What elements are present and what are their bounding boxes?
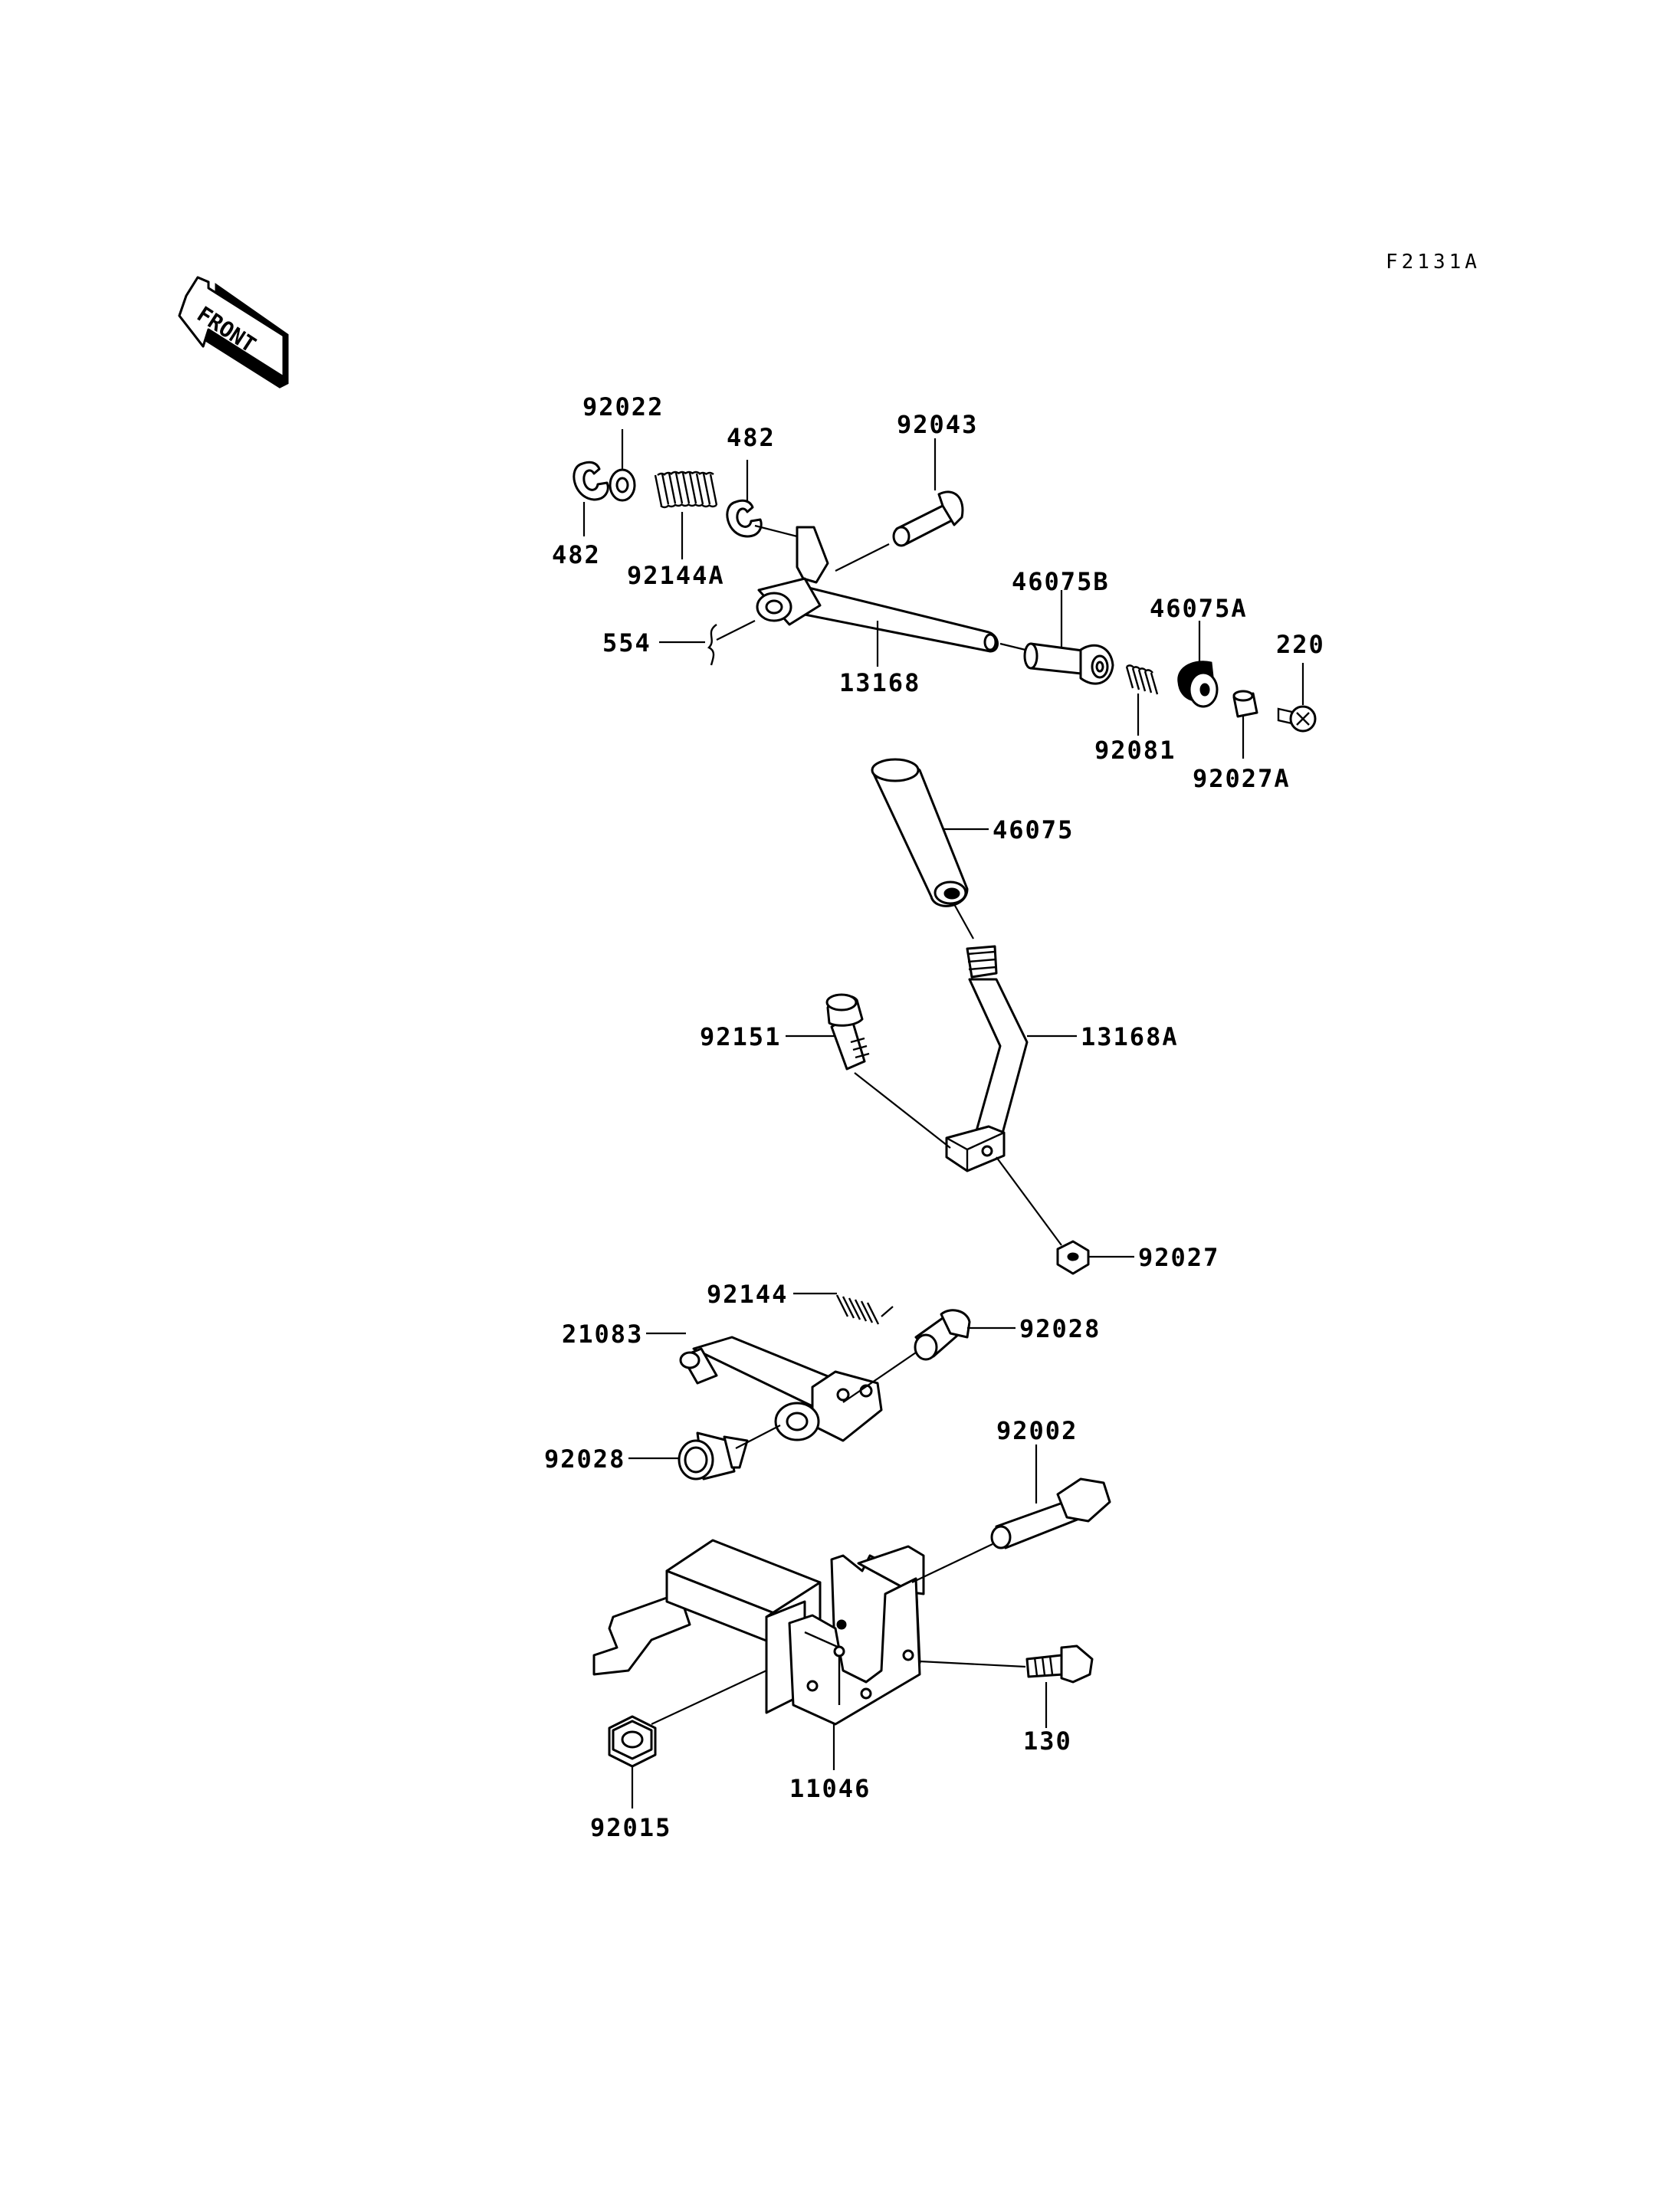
screw-220	[1277, 705, 1317, 733]
nut-92015	[608, 1670, 767, 1768]
collar-92028-left	[678, 1425, 781, 1481]
lever-13168A	[945, 945, 1029, 1172]
label-92027A: 92027A	[1193, 764, 1291, 793]
label-21083: 21083	[562, 1320, 643, 1349]
label-46075A: 46075A	[1150, 594, 1248, 623]
label-554: 554	[602, 628, 651, 657]
label-92027: 92027	[1138, 1243, 1219, 1272]
diagram-code: F2131A	[1386, 251, 1481, 274]
collar-92027A	[1232, 690, 1258, 718]
bracket-11046	[592, 1539, 925, 1726]
label-482-left: 482	[552, 540, 601, 569]
shaft-13168	[754, 524, 999, 653]
leader-lines	[582, 429, 1304, 1808]
nut-92027	[996, 1156, 1090, 1275]
bolt-130	[919, 1644, 1094, 1684]
arm-21083	[679, 1336, 883, 1442]
spring-92144	[835, 1294, 894, 1325]
label-92144A: 92144A	[627, 561, 725, 590]
knob-46075	[871, 758, 974, 939]
knob-46075A	[1177, 661, 1219, 708]
collar-92028-right	[842, 1309, 971, 1403]
label-13168: 13168	[839, 668, 920, 697]
label-130: 130	[1023, 1726, 1072, 1756]
circlip-482-left	[573, 461, 609, 501]
label-220: 220	[1276, 630, 1325, 659]
pin-554	[707, 620, 756, 666]
bolt-92151	[825, 993, 951, 1149]
spring-92081	[1125, 664, 1159, 695]
bolt-92002	[911, 1477, 1111, 1583]
label-92022: 92022	[582, 392, 664, 421]
label-92043: 92043	[897, 410, 978, 439]
label-92015: 92015	[590, 1813, 671, 1842]
label-92144: 92144	[707, 1280, 788, 1309]
circlip-482-top	[726, 499, 763, 538]
label-46075: 46075	[993, 815, 1074, 844]
label-92028-left: 92028	[544, 1444, 625, 1474]
label-92002: 92002	[996, 1416, 1078, 1445]
bolt-92043	[835, 490, 964, 572]
label-92081: 92081	[1094, 736, 1176, 765]
label-92028-right: 92028	[1019, 1314, 1101, 1343]
label-92151: 92151	[700, 1022, 781, 1051]
front-arrow-icon: FRONT	[178, 276, 289, 389]
label-11046: 11046	[789, 1774, 871, 1803]
label-13168A: 13168A	[1081, 1022, 1179, 1051]
label-46075B: 46075B	[1012, 567, 1110, 596]
spring-92144A	[654, 471, 718, 509]
washer-92022	[609, 468, 636, 502]
bushing-46075B	[999, 642, 1114, 685]
label-482-top: 482	[727, 423, 776, 452]
